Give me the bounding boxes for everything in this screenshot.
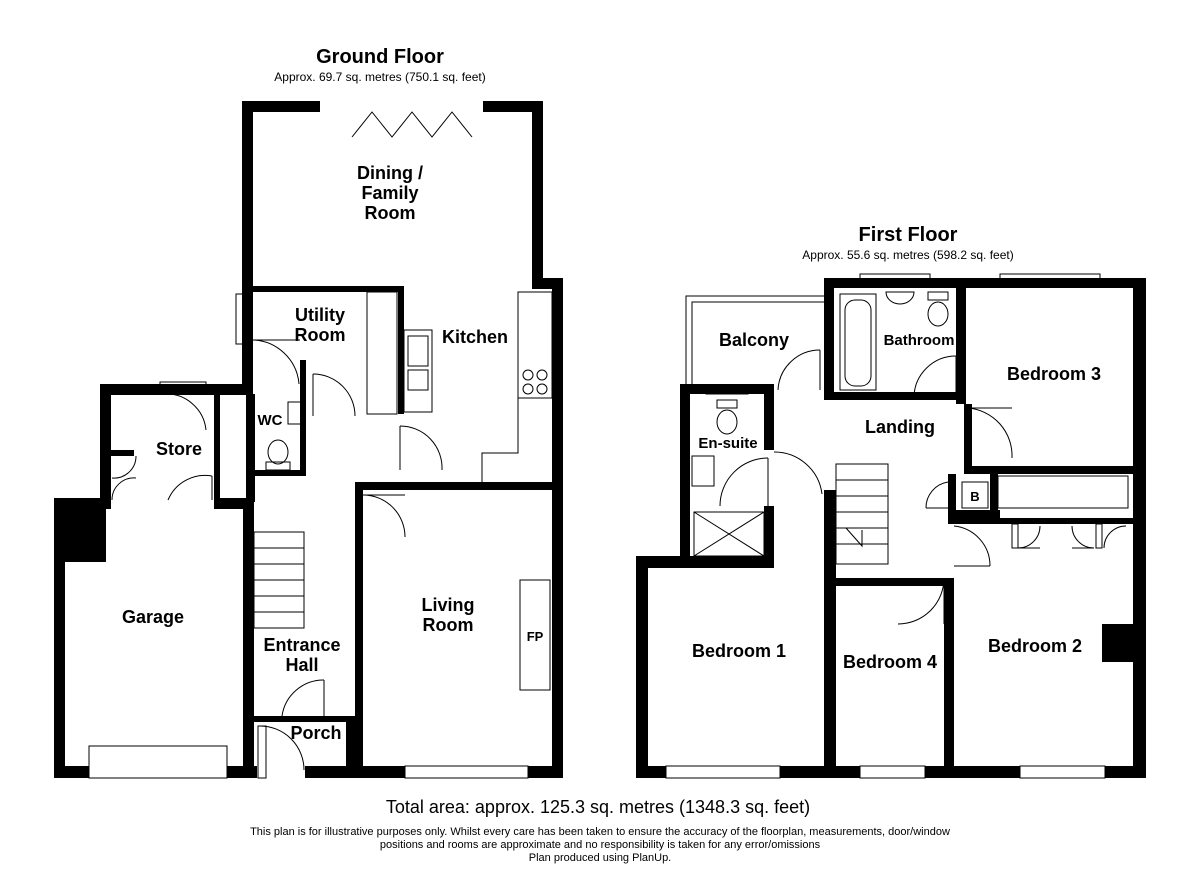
room-label-bedroom-4: Bedroom 4 <box>842 652 938 672</box>
room-label-utility: Utility Room <box>294 305 346 345</box>
boiler-label: B <box>970 489 980 504</box>
ground-floor-fixtures <box>88 111 553 779</box>
room-label-wc: WC <box>257 412 283 429</box>
room-label-store: Store <box>155 439 202 459</box>
room-label-dining-family: Dining / Family Room <box>357 163 423 223</box>
first-floor-title: First Floor <box>858 224 958 246</box>
room-label-living: Living Room <box>421 595 475 635</box>
ground-floor-title: Ground Floor <box>316 46 444 68</box>
ground-floor-walls <box>54 101 563 778</box>
room-label-bathroom: Bathroom <box>883 332 955 349</box>
room-label-entrance-hall: Entrance Hall <box>263 635 341 675</box>
total-area: Total area: approx. 125.3 sq. metres (13… <box>385 797 811 817</box>
room-label-bedroom-2: Bedroom 2 <box>987 636 1083 656</box>
room-label-en-suite: En-suite <box>698 435 758 452</box>
fireplace-label: FP <box>526 629 544 644</box>
disclaimer-line-2: positions and rooms are approximate and … <box>379 839 821 851</box>
ground-floor-area: Approx. 69.7 sq. metres (750.1 sq. feet) <box>274 70 486 84</box>
room-label-bedroom-1: Bedroom 1 <box>691 641 787 661</box>
room-label-garage: Garage <box>121 607 185 627</box>
room-label-bedroom-3: Bedroom 3 <box>1006 364 1102 384</box>
first-floor-area: Approx. 55.6 sq. metres (598.2 sq. feet) <box>802 248 1014 262</box>
room-label-balcony: Balcony <box>718 330 790 350</box>
disclaimer-line-1: This plan is for illustrative purposes o… <box>250 826 950 838</box>
first-floor-walls <box>636 278 1146 778</box>
room-label-kitchen: Kitchen <box>441 327 508 347</box>
room-label-landing: Landing <box>865 417 935 437</box>
room-label-porch: Porch <box>290 723 342 743</box>
first-floor-fixtures <box>665 273 1130 779</box>
disclaimer-line-3: Plan produced using PlanUp. <box>528 852 672 864</box>
